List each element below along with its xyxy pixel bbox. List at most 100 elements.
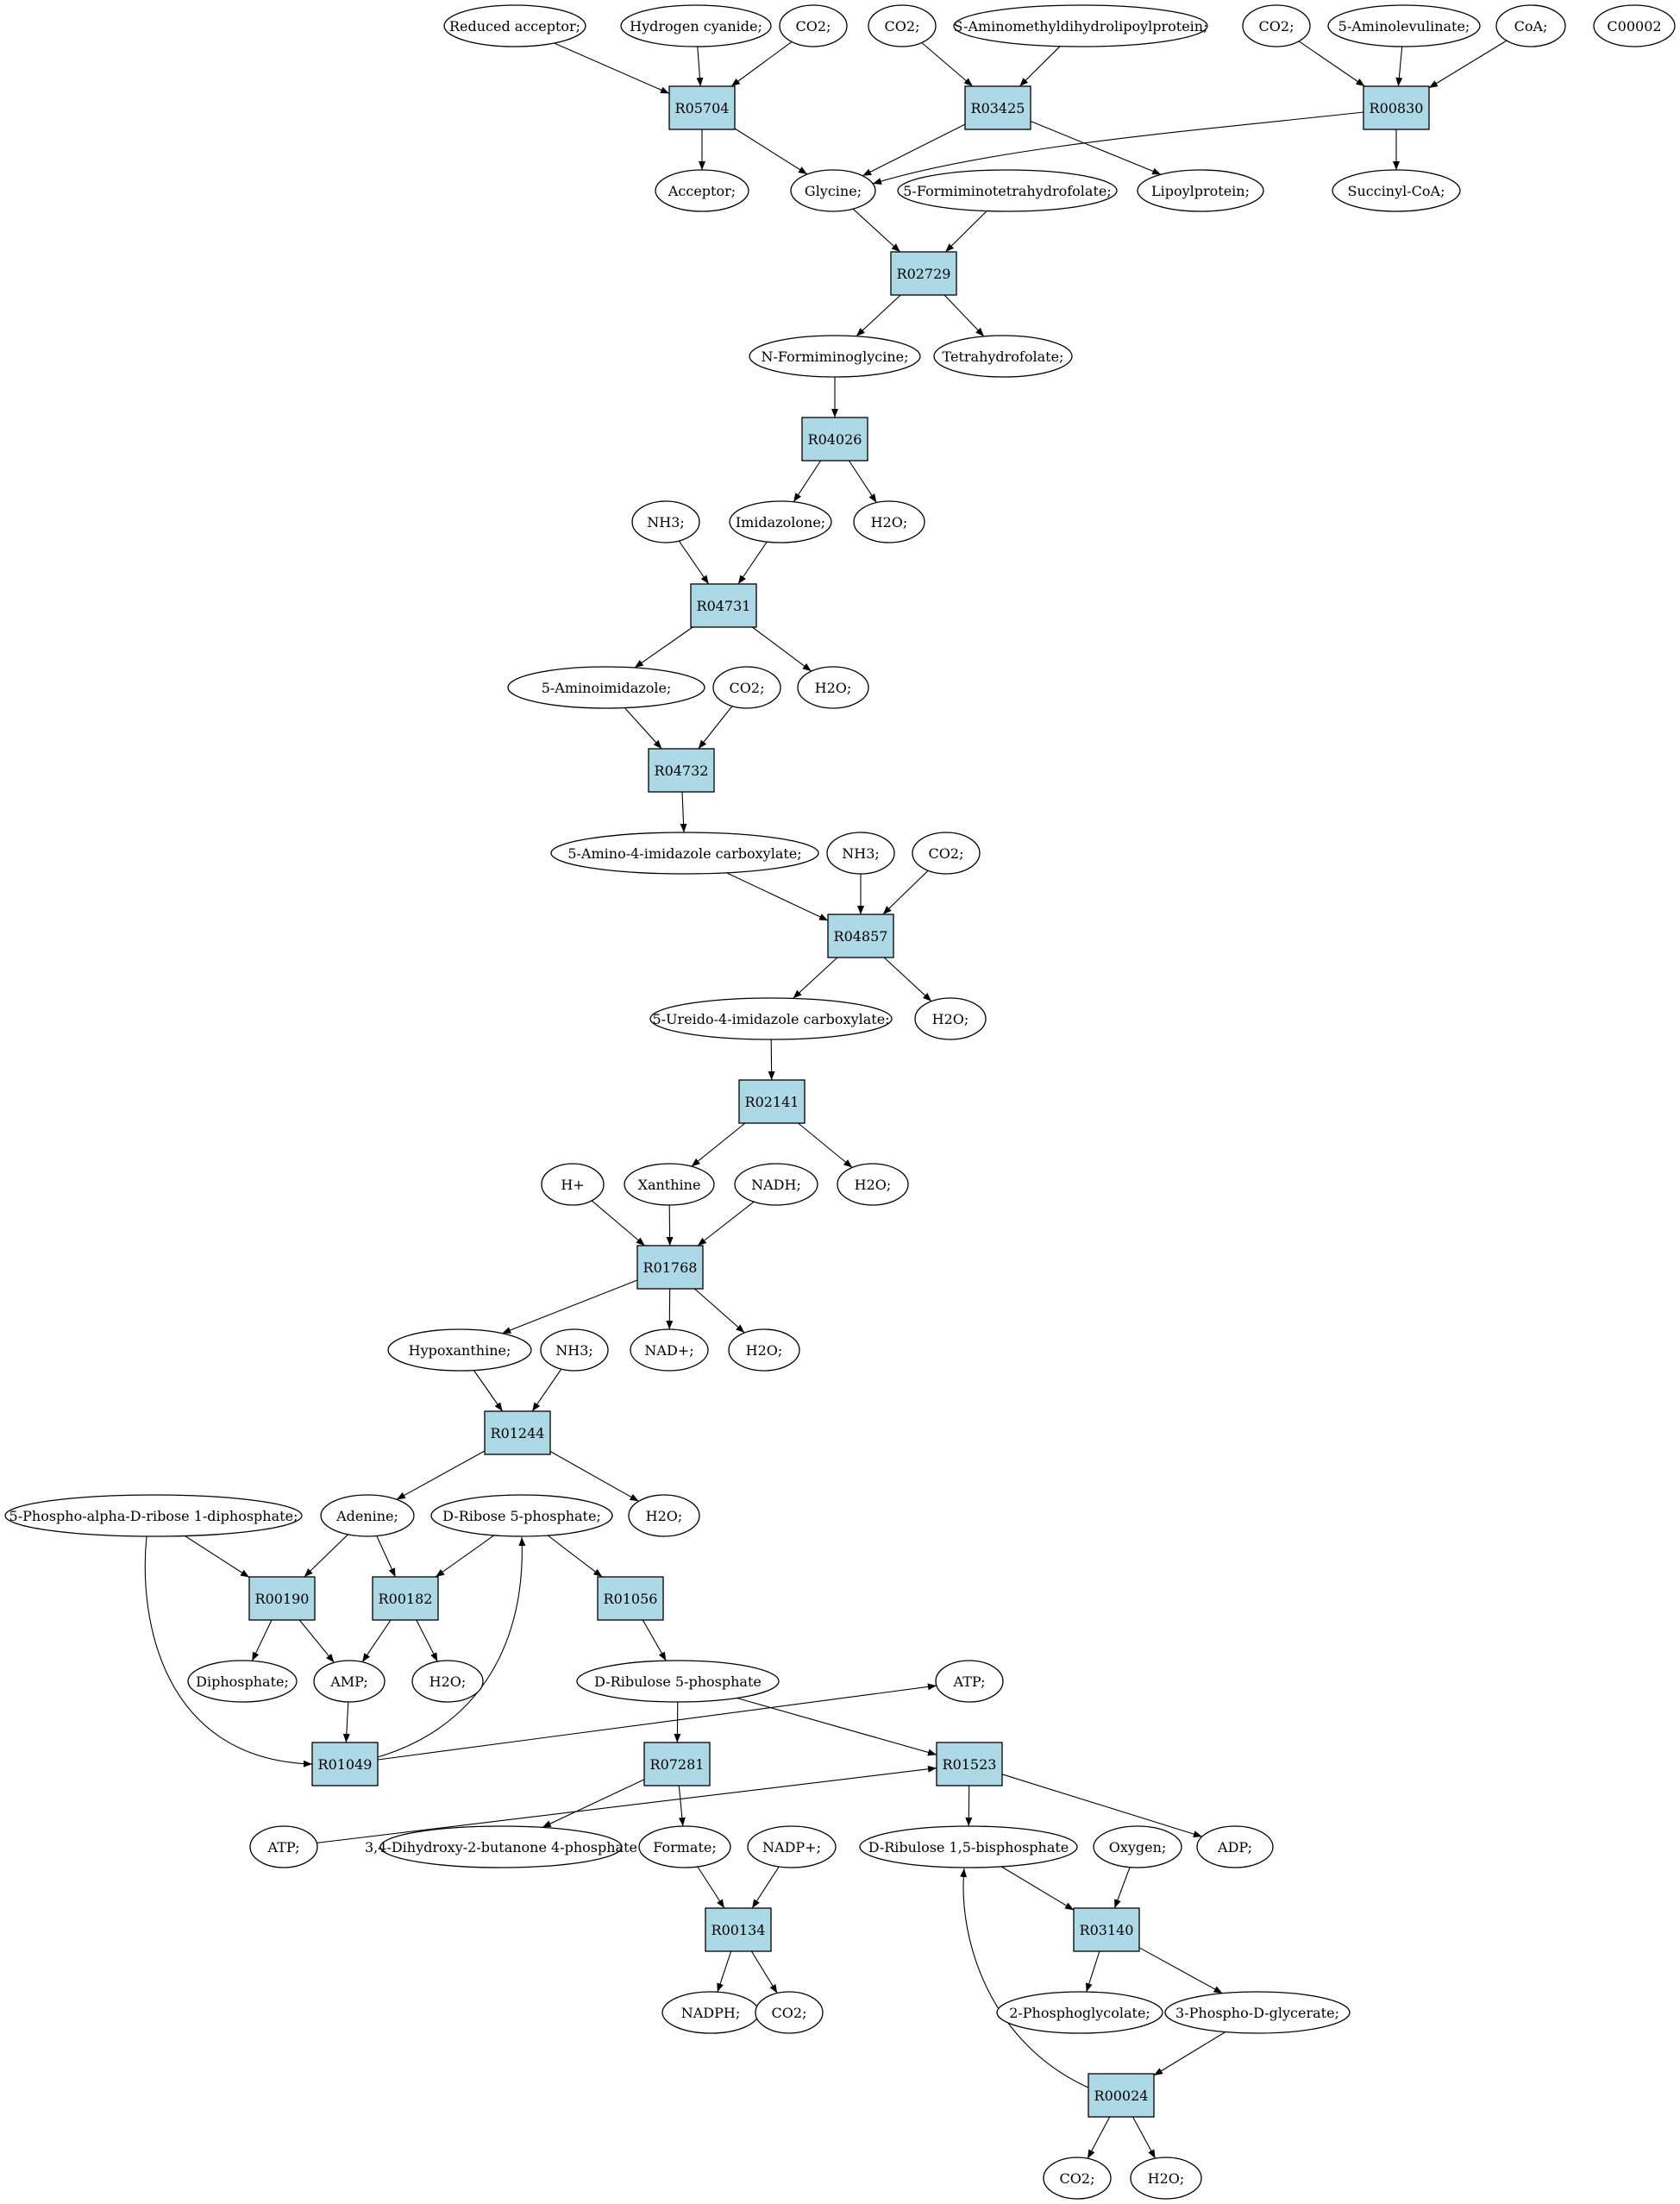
reaction-node-r05704[interactable]: R05704	[668, 85, 736, 130]
compound-label: D-Ribose 5-phosphate;	[442, 1508, 601, 1524]
compound-ellipse	[576, 1660, 780, 1703]
compound-node-rubp[interactable]: D-Ribulose 1,5-bisphosphate	[859, 1825, 1078, 1868]
compound-node-succinyl[interactable]: Succinyl-CoA;	[1332, 169, 1461, 212]
reaction-node-r00134[interactable]: R00134	[705, 1907, 772, 1952]
compound-label: H+	[561, 1177, 584, 1193]
compound-node-acceptor[interactable]: Acceptor;	[655, 169, 749, 212]
compound-node-h2o-f[interactable]: H2O;	[628, 1494, 700, 1537]
compound-node-h2o-c[interactable]: H2O;	[914, 997, 987, 1040]
reaction-node-r02729[interactable]: R02729	[890, 251, 957, 296]
compound-node-reduced-acceptor[interactable]: Reduced acceptor;	[443, 4, 586, 47]
compound-node-co2-b[interactable]: CO2;	[868, 4, 937, 47]
compound-node-pg2[interactable]: 2-Phosphoglycolate;	[996, 1991, 1163, 2034]
compound-node-amp[interactable]: AMP;	[313, 1660, 386, 1703]
reaction-node-r00024[interactable]: R00024	[1088, 2073, 1155, 2118]
compound-node-nh3-c[interactable]: NH3;	[540, 1328, 609, 1372]
compound-node-co2-f[interactable]: CO2;	[755, 1991, 824, 2034]
compound-node-prpp[interactable]: 5-Phospho-alpha-D-ribose 1-diphosphate;	[4, 1494, 303, 1537]
reaction-node-r07281[interactable]: R07281	[643, 1742, 711, 1786]
compound-ellipse	[1130, 2157, 1202, 2200]
reaction-node-r04731[interactable]: R04731	[690, 583, 757, 628]
compound-label: 5-Amino-4-imidazole carboxylate;	[567, 845, 801, 862]
compound-node-lipoyl[interactable]: Lipoylprotein;	[1137, 169, 1264, 212]
compound-node-glycine[interactable]: Glycine;	[790, 169, 876, 212]
nodes-layer: R05704 R03425 R00830R02729R04026R04731R047…	[4, 4, 1676, 2200]
edge-r04731-to-aminoimid	[634, 626, 693, 669]
compound-node-ala5[interactable]: 5-Aminolevulinate;	[1327, 4, 1481, 47]
compound-node-xanthine[interactable]: Xanthine	[624, 1163, 715, 1206]
compound-node-nadp-ox[interactable]: NAD+;	[630, 1328, 709, 1372]
reaction-node-r00190[interactable]: R00190	[248, 1576, 316, 1621]
reaction-node-r04026[interactable]: R04026	[801, 417, 868, 462]
reaction-node-r01049[interactable]: R01049	[311, 1742, 379, 1786]
compound-node-formate[interactable]: Formate;	[638, 1825, 731, 1868]
compound-node-nh3-b[interactable]: NH3;	[826, 832, 895, 875]
compound-node-nfg[interactable]: N-Formiminoglycine;	[749, 335, 921, 378]
compound-node-c00002[interactable]: C00002	[1593, 4, 1676, 47]
compound-node-nadph[interactable]: NADPH;	[661, 1991, 760, 2034]
compound-node-dhbp[interactable]: 3,4-Dihydroxy-2-butanone 4-phosphate	[365, 1825, 637, 1868]
compound-node-aic[interactable]: 5-Amino-4-imidazole carboxylate;	[550, 832, 819, 875]
compound-ellipse	[755, 1991, 824, 2034]
compound-node-imidazolone[interactable]: Imidazolone;	[729, 500, 832, 543]
reaction-node-r01056[interactable]: R01056	[597, 1576, 664, 1621]
compound-label: Adenine;	[335, 1508, 398, 1524]
edge-nh3_a-to-r04731	[678, 540, 710, 585]
compound-ellipse	[1242, 4, 1311, 47]
compound-node-co2-g[interactable]: CO2;	[1043, 2157, 1112, 2200]
reaction-node-r02141[interactable]: R02141	[738, 1079, 806, 1124]
reaction-node-r03425[interactable]: R03425	[964, 85, 1031, 130]
compound-node-hypoxanthine[interactable]: Hypoxanthine;	[387, 1328, 532, 1372]
compound-node-h2o-b[interactable]: H2O;	[797, 666, 869, 709]
compound-node-co2-c[interactable]: CO2;	[1242, 4, 1311, 47]
compound-node-formimino-thf[interactable]: 5-Formiminotetrahydrofolate;	[897, 169, 1118, 212]
compound-ellipse	[631, 500, 700, 543]
compound-ellipse	[624, 1163, 715, 1206]
compound-node-co2-d[interactable]: CO2;	[712, 666, 781, 709]
compound-node-aminoimid[interactable]: 5-Aminoimidazole;	[507, 666, 705, 709]
compound-node-hcn[interactable]: Hydrogen cyanide;	[620, 4, 772, 47]
compound-node-adenine[interactable]: Adenine;	[320, 1494, 415, 1537]
reaction-node-r01768[interactable]: R01768	[636, 1245, 704, 1290]
reaction-node-r00830[interactable]: R00830	[1363, 85, 1430, 130]
compound-node-atp-a[interactable]: ATP;	[935, 1660, 1004, 1703]
compound-label: CO2;	[1259, 18, 1294, 35]
compound-ellipse	[655, 169, 749, 212]
compound-node-h2o-a[interactable]: H2O;	[853, 500, 925, 543]
reaction-node-r04732[interactable]: R04732	[648, 748, 715, 793]
reaction-node-r01523[interactable]: R01523	[936, 1742, 1003, 1786]
reaction-node-r01244[interactable]: R01244	[484, 1410, 551, 1455]
compound-label: C00002	[1607, 18, 1661, 35]
compound-node-atp-b[interactable]: ATP;	[249, 1825, 318, 1868]
compound-node-nadpplus[interactable]: NADP+;	[747, 1825, 837, 1868]
compound-node-r5p[interactable]: D-Ribose 5-phosphate;	[430, 1494, 613, 1537]
compound-node-oxygen[interactable]: Oxygen;	[1093, 1825, 1182, 1868]
reaction-node-r03140[interactable]: R03140	[1073, 1907, 1140, 1952]
edge-r01244-to-h2o_f	[549, 1451, 639, 1502]
compound-node-uic[interactable]: 5-Ureido-4-imidazole carboxylate;	[649, 997, 893, 1040]
compound-node-h2o-g[interactable]: H2O;	[411, 1660, 484, 1703]
compound-node-h2o-e[interactable]: H2O;	[728, 1328, 800, 1372]
compound-node-ru5p[interactable]: D-Ribulose 5-phosphate	[576, 1660, 780, 1703]
compound-node-hplus[interactable]: H+	[541, 1163, 605, 1206]
compound-node-nadh[interactable]: NADH;	[734, 1163, 818, 1206]
compound-node-adp[interactable]: ADP;	[1196, 1825, 1274, 1868]
compound-node-pga3[interactable]: 3-Phospho-D-glycerate;	[1164, 1991, 1351, 2034]
compound-node-nh3-a[interactable]: NH3;	[631, 500, 700, 543]
compound-node-coa[interactable]: CoA;	[1495, 4, 1566, 47]
reaction-label: R00830	[1370, 100, 1424, 116]
compound-node-h2o-d[interactable]: H2O;	[837, 1163, 909, 1206]
compound-node-co2-a[interactable]: CO2;	[779, 4, 848, 47]
compound-node-thf[interactable]: Tetrahydrofolate;	[933, 335, 1073, 378]
edge-r00182-to-h2o_g	[416, 1619, 438, 1662]
compound-node-s-amino[interactable]: S-Aminomethyldihydrolipoylprotein;	[953, 4, 1208, 47]
edge-co2_a-to-r05704	[730, 41, 793, 87]
reaction-node-r00182[interactable]: R00182	[372, 1576, 439, 1621]
reaction-box	[738, 1079, 806, 1124]
compound-node-co2-e[interactable]: CO2;	[912, 832, 981, 875]
compound-label: 3,4-Dihydroxy-2-butanone 4-phosphate	[365, 1839, 637, 1856]
compound-node-h2o-h[interactable]: H2O;	[1130, 2157, 1202, 2200]
compound-node-diphosphate[interactable]: Diphosphate;	[187, 1660, 298, 1703]
reaction-node-r04857[interactable]: R04857	[827, 914, 894, 958]
compound-label: Hydrogen cyanide;	[630, 18, 762, 35]
